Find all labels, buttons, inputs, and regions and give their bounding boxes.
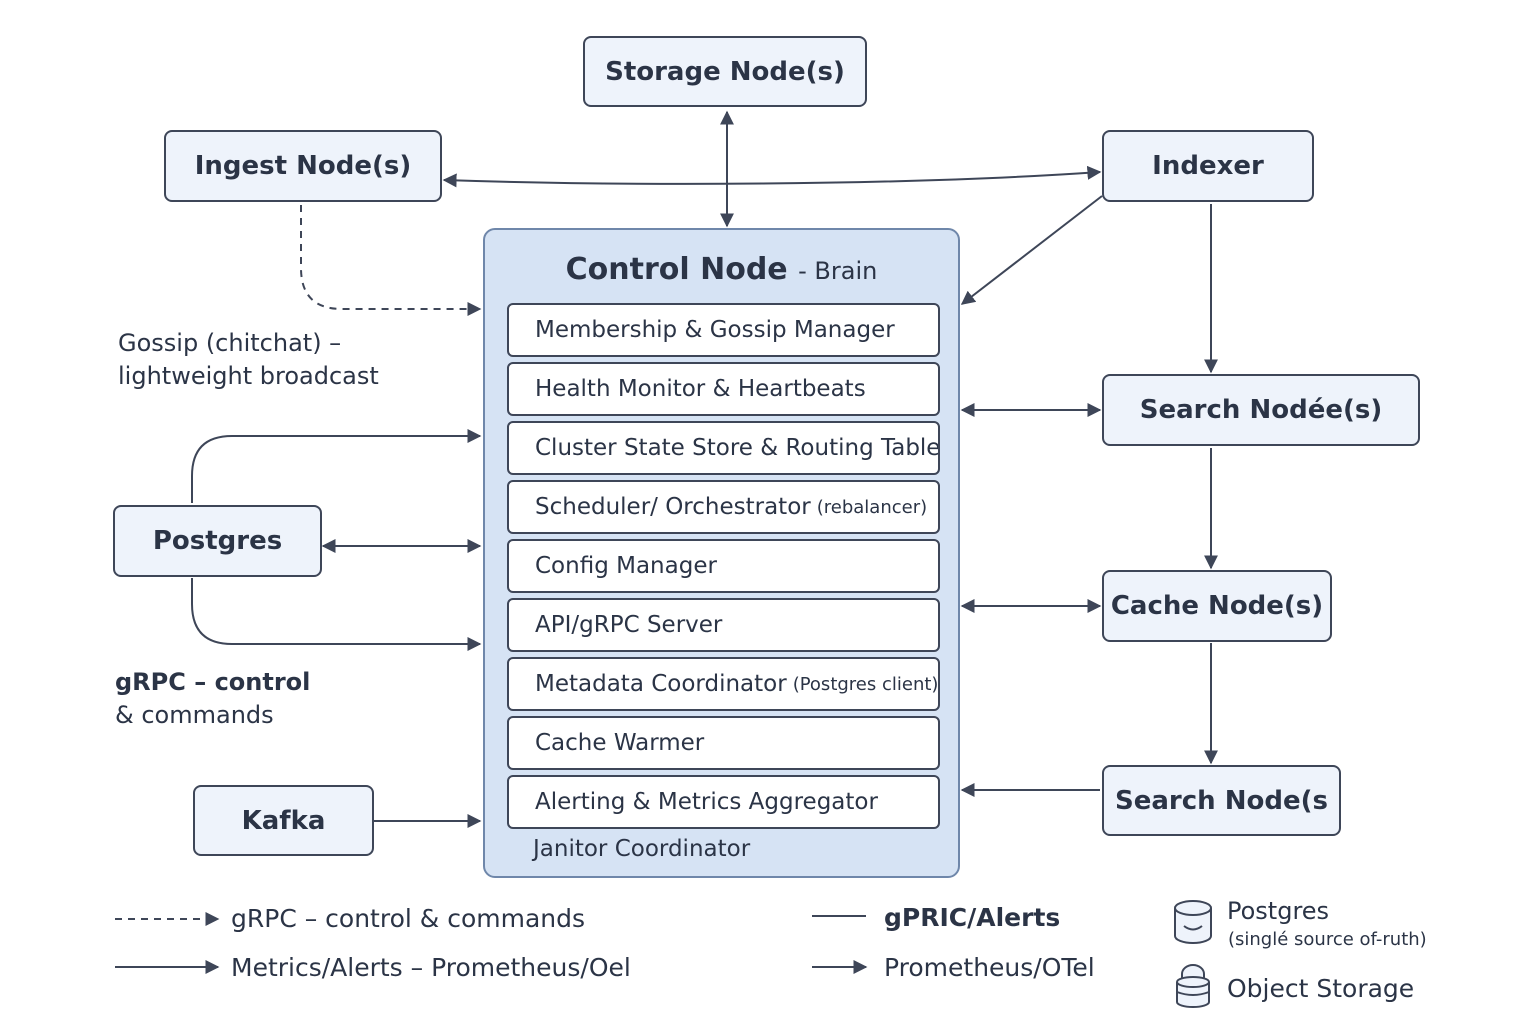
control-node-subtitle: - Brain xyxy=(798,257,878,285)
module-membership-gossip[interactable]: Membership & Gossip Manager xyxy=(507,303,940,357)
legend-plain-label: gPRIC/Alerts xyxy=(884,903,1061,932)
module-alerting-metrics[interactable]: Alerting & Metrics Aggregator xyxy=(507,775,940,829)
ingest-node[interactable]: Ingest Node(s) xyxy=(164,130,442,202)
grpc-annotation-line2: & commands xyxy=(115,701,274,729)
gossip-annotation-line2: lightweight broadcast xyxy=(118,362,379,390)
module-config-manager[interactable]: Config Manager xyxy=(507,539,940,593)
search-node-primary[interactable]: Search Nodée(s) xyxy=(1102,374,1420,446)
legend-object-storage-label: Object Storage xyxy=(1227,974,1415,1003)
grpc-annotation-line1: gRPC – control xyxy=(115,668,311,696)
module-note: (rebalancer) xyxy=(816,496,928,518)
module-label: Cache Warmer xyxy=(535,730,705,756)
module-label: Scheduler/ Orchestrator xyxy=(535,494,811,520)
legend-solid-label: Metrics/Alerts – Prometheus/Oel xyxy=(231,953,631,982)
module-health-monitor[interactable]: Health Monitor & Heartbeats xyxy=(507,362,940,416)
module-note: (Postgres client) xyxy=(792,673,939,695)
cache-node[interactable]: Cache Node(s) xyxy=(1102,570,1332,642)
control-node-title: Control Node - Brain xyxy=(485,252,958,287)
module-label: API/gRPC Server xyxy=(535,612,723,638)
postgres-upper-loop xyxy=(191,429,482,503)
postgres-lower-loop xyxy=(191,578,482,651)
control-node-name: Control Node xyxy=(565,252,788,287)
module-api-grpc-server[interactable]: API/gRPC Server xyxy=(507,598,940,652)
storage-node[interactable]: Storage Node(s) xyxy=(583,36,867,107)
ingest-indexer-link xyxy=(442,165,1102,188)
module-label: Cluster State Store & Routing Table xyxy=(535,435,940,461)
janitor-coordinator-label: Janitor Coordinator xyxy=(533,836,751,862)
kafka-node[interactable]: Kafka xyxy=(193,785,374,856)
legend-db-note: (singlé source of-ruth) xyxy=(1228,929,1427,950)
gossip-annotation-line1: Gossip (chitchat) – xyxy=(118,329,342,357)
control-node[interactable]: Control Node - Brain Membership & Gossip… xyxy=(483,228,960,878)
ingest-gossip-link xyxy=(300,205,482,316)
database-icon xyxy=(1174,900,1212,944)
module-label: Metadata Coordinator xyxy=(535,671,787,697)
module-cluster-state[interactable]: Cluster State Store & Routing Table xyxy=(507,421,940,475)
module-metadata-coordinator[interactable]: Metadata Coordinator(Postgres client) xyxy=(507,657,940,711)
search-node-secondary[interactable]: Search Node(s xyxy=(1102,765,1341,836)
module-cache-warmer[interactable]: Cache Warmer xyxy=(507,716,940,770)
indexer-control-link xyxy=(960,195,1103,305)
indexer-node[interactable]: Indexer xyxy=(1102,130,1314,202)
module-scheduler[interactable]: Scheduler/ Orchestrator(rebalancer) xyxy=(507,480,940,534)
postgres-node[interactable]: Postgres xyxy=(113,505,322,577)
legend-short-arrow-label: Prometheus/OTel xyxy=(884,953,1095,982)
legend-db-title: Postgres xyxy=(1227,897,1330,925)
legend-dashed-label: gRPC – control & commands xyxy=(231,904,586,933)
module-label: Config Manager xyxy=(535,553,717,579)
module-label: Health Monitor & Heartbeats xyxy=(535,376,866,402)
module-label: Membership & Gossip Manager xyxy=(535,317,895,343)
grpc-annotation: gRPC – control & commands xyxy=(115,666,310,732)
gossip-annotation: Gossip (chitchat) – lightweight broadcas… xyxy=(118,327,379,393)
module-label: Alerting & Metrics Aggregator xyxy=(535,789,878,815)
object-storage-icon xyxy=(1176,964,1210,1008)
